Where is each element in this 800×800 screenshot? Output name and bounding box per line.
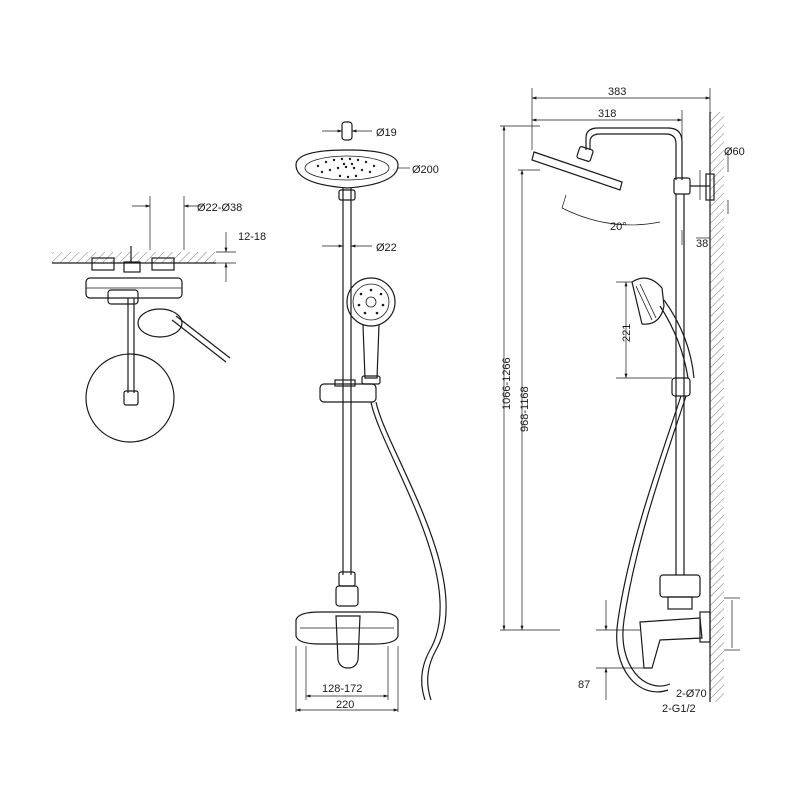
dim-tilt-angle: 20° [610,221,627,233]
front-rain-head [295,149,399,189]
dim-mixer-width: 220 [336,699,354,711]
dim-rod-top: Ø19 [376,127,397,139]
dim-rod-height: 968-1168 [519,386,531,432]
hand-shower-nozzles [357,288,385,315]
dim-center-distance: 128-172 [322,683,362,695]
dim-total-reach: 383 [608,86,626,98]
side-slider [671,377,691,397]
front-hand-shower [346,277,396,327]
dim-wall-bracket: Ø60 [724,146,745,158]
side-hose [616,395,682,693]
top-hand-shower [137,308,183,338]
rain-head-nozzles [316,157,376,179]
left-connector [91,257,115,271]
side-wall-bracket [673,177,691,195]
dim-hand-shower: 221 [621,324,633,342]
front-view: Ø19 Ø200 Ø22 [295,121,447,712]
side-view: 383 318 20° Ø60 38 [500,86,745,715]
dim-thread: 2-G1/2 [662,703,696,715]
dim-arm-reach: 318 [598,108,616,120]
top-shower-head [85,353,175,443]
rod-top-cap [341,121,353,141]
dim-rod-diameter: Ø22 [376,242,397,254]
dim-mixer-offset: 87 [578,679,590,691]
dim-total-height: 1066-1266 [501,357,513,410]
dim-pipe-diameter: Ø22-Ø38 [197,202,242,214]
side-shower-arm [585,127,683,180]
side-mixer [639,617,703,669]
side-hand-shower [631,277,665,325]
front-mixer [295,611,399,645]
right-connector [151,257,175,271]
front-hose [370,401,441,701]
top-view: Ø22-Ø38 12-18 [52,196,266,443]
top-wall-hatch [52,252,216,263]
side-rain-head [531,151,623,191]
dim-head-diameter: Ø200 [412,164,439,176]
front-mixer-lever [335,615,361,669]
dim-escutcheon: 2-Ø70 [676,688,707,700]
dim-offset: 38 [696,238,708,250]
dim-depth: 12-18 [238,231,266,243]
side-wall-hatch [710,112,724,702]
front-slider [319,383,377,403]
